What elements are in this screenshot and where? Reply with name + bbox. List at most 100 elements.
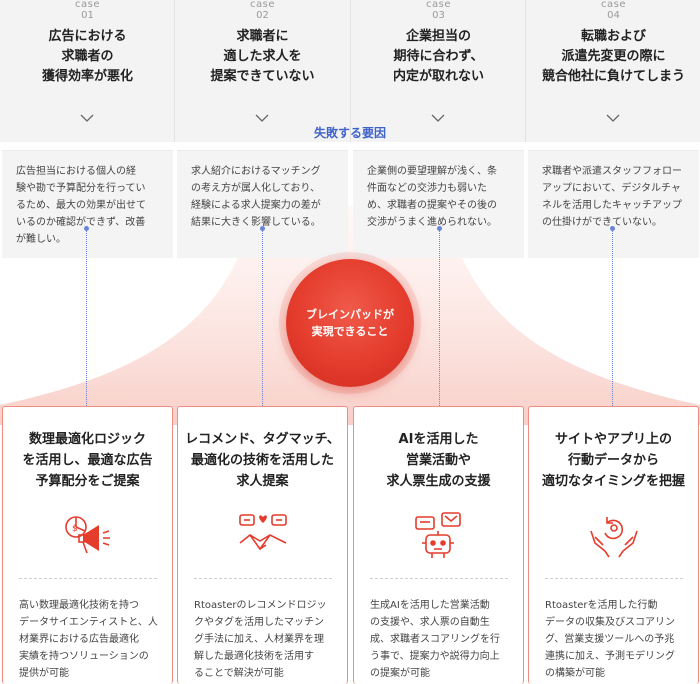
- case-title: 企業担当の期待に合わず、内定が取れない: [351, 27, 526, 87]
- cause-text-line: 企業側の要望理解が浅く、条: [367, 166, 497, 177]
- connector-line: [612, 231, 613, 410]
- chevron-down-icon: [606, 110, 620, 124]
- cause-box: 求職者や派遣スタッフフォローアップにおいて、デジタルチャネルを活用したキャッチア…: [528, 150, 699, 258]
- solution-desc-line: 実績を持つソリューションの: [19, 651, 149, 662]
- chevron-down-icon: [431, 110, 445, 124]
- solution-divider: [19, 578, 157, 579]
- solution-desc-line: 解した最適化技術を活用す: [194, 651, 314, 662]
- ai-robot-icon: [412, 511, 466, 561]
- cause-text-line: 験や勘で予算配分を行ってい: [16, 183, 146, 194]
- solution-divider: [194, 578, 332, 579]
- solution-desc-line: データサイエンティストと、人: [19, 617, 158, 628]
- case-title-line: 転職および: [580, 29, 646, 44]
- solution-title-line: 行動データから: [567, 453, 659, 468]
- solution-title-line: 営業活動や: [405, 453, 471, 468]
- cause-text-line: 結果に大きく影響している。: [191, 217, 321, 228]
- cause-text-line: 件面などの交渉力も弱いた: [367, 183, 487, 194]
- solution-title-line: AIを活用した: [398, 432, 479, 447]
- solution-desc-line: の提案が可能: [370, 668, 430, 679]
- solution-title-line: サイトやアプリ上の: [554, 432, 672, 447]
- solution-desc-line: の構築が可能: [545, 668, 605, 679]
- solution-description: 生成AIを活用した営業活動の支援や、求人票の自動生成、求職者スコアリングを行う事…: [370, 597, 515, 682]
- case-title-line: 期待に合わず、: [393, 49, 484, 64]
- case-title-line: 派遣先変更の際に: [561, 49, 666, 64]
- case-label: case: [75, 0, 100, 10]
- case-number: 04: [607, 10, 620, 21]
- connector-dot: [610, 226, 615, 231]
- handshake-chat-icon: [236, 511, 290, 561]
- cause-text-line: 求職者や派遣スタッフフォロー: [542, 166, 682, 177]
- case-title: 転職および派遣先変更の際に競合他社に負けてしまう: [526, 27, 700, 87]
- case-title: 広告における求職者の獲得効率が悪化: [0, 27, 175, 87]
- solution-title-line: 適切なタイミングを把握: [541, 474, 685, 489]
- solution-desc-line: クやタグを活用したマッチン: [194, 617, 324, 628]
- solution-card: AIを活用した営業活動や求人票生成の支援 生成AIを活用した営業活動の支援や、求…: [353, 406, 524, 684]
- solution-title-line: 最適化の技術を活用した: [190, 453, 334, 468]
- case-title-line: 企業担当の: [405, 29, 471, 44]
- center-circle: ブレインパッドが 実現できること: [286, 259, 414, 387]
- case-title: 求職者に適した求人を提案できていない: [175, 27, 350, 87]
- solution-title-line: 求人票生成の支援: [386, 474, 491, 489]
- column-divider: [174, 0, 175, 142]
- column-divider: [525, 0, 526, 142]
- solution-desc-line: Rtoasterを活用した行動: [545, 600, 658, 611]
- column-divider: [350, 0, 351, 142]
- case-number: 01: [81, 10, 94, 21]
- solution-title-line: 求人提案: [236, 474, 289, 489]
- cause-text-line: の考え方が属人化しており、: [191, 183, 320, 194]
- cause-text-line: アップにおいて、デジタルチャ: [542, 183, 681, 194]
- connector-dot: [84, 226, 89, 231]
- solution-divider: [370, 578, 508, 579]
- case-label: case: [601, 0, 626, 10]
- hands-cycle-icon: [587, 511, 641, 561]
- case-label: case: [250, 0, 275, 10]
- solution-card: レコメンド、タグマッチ、最適化の技術を活用した求人提案 Rtoasterのレコメ…: [177, 406, 348, 684]
- solution-desc-line: の支援や、求人票の自動生: [370, 617, 490, 628]
- cause-text-line: の仕掛けができていない。: [542, 217, 662, 228]
- cause-text-line: るため、最大の効果が出せて: [16, 200, 146, 211]
- solution-desc-line: 高い数理最適化技術を持つ: [19, 600, 139, 611]
- cause-box: 広告担当における個人の経験や勘で予算配分を行っているため、最大の効果が出せている…: [2, 150, 173, 258]
- svg-text:$: $: [72, 524, 78, 534]
- solution-title: サイトやアプリ上の行動データから適切なタイミングを把握: [529, 429, 698, 492]
- connector-line: [439, 231, 440, 410]
- solution-desc-line: データの収集及びスコアリン: [545, 617, 675, 628]
- cause-text-line: 求人紹介におけるマッチング: [191, 166, 321, 177]
- solution-description: Rtoasterのレコメンドロジックやタグを活用したマッチング手法に加え、人材業…: [194, 597, 339, 682]
- case-number: 03: [432, 10, 445, 21]
- solution-divider: [545, 578, 683, 579]
- case-title-line: 適した求人を: [223, 49, 302, 64]
- solution-desc-line: 成、求職者スコアリングを行: [370, 634, 500, 645]
- solution-desc-line: 材業界における広告最適化: [19, 634, 139, 645]
- solution-card: サイトやアプリ上の行動データから適切なタイミングを把握 Rtoasterを活用し…: [528, 406, 699, 684]
- solution-title-line: を活用し、最適な広告: [22, 453, 153, 468]
- solution-desc-line: う事で、提案力や説得力向上: [370, 651, 500, 662]
- solution-title: 数理最適化ロジックを活用し、最適な広告予算配分をご提案: [3, 429, 172, 492]
- case-label: case: [426, 0, 451, 10]
- cause-text-line: 交渉がうまく進められない。: [367, 217, 497, 228]
- solution-desc-line: 提供が可能: [19, 668, 69, 679]
- solution-title: AIを活用した営業活動や求人票生成の支援: [354, 429, 523, 492]
- case-title-line: 競合他社に負けてしまう: [541, 69, 685, 84]
- solution-desc-line: 生成AIを活用した営業活動: [370, 600, 490, 611]
- case-title-line: 求職者の: [61, 49, 114, 64]
- solution-title-line: 予算配分をご提案: [35, 474, 140, 489]
- solution-desc-line: Rtoasterのレコメンドロジッ: [194, 600, 327, 611]
- solution-description: 高い数理最適化技術を持つデータサイエンティストと、人材業界における広告最適化実績…: [19, 597, 164, 682]
- solution-title-line: 数理最適化ロジック: [28, 432, 146, 447]
- solution-card: 数理最適化ロジックを活用し、最適な広告予算配分をご提案 $ 高い数理最適化技術を…: [2, 406, 173, 684]
- solution-desc-line: グ、営業支援ツールへの予兆: [545, 634, 675, 645]
- cause-text-line: め、求職者の提案やその後の: [367, 200, 497, 211]
- cause-text-line: 広告担当における個人の経: [16, 166, 136, 177]
- chevron-down-icon: [80, 110, 94, 124]
- center-line-2: 実現できること: [311, 325, 389, 338]
- case-number: 02: [256, 10, 269, 21]
- cause-box: 企業側の要望理解が浅く、条件面などの交渉力も弱いため、求職者の提案やその後の交渉…: [353, 150, 524, 258]
- case-title-line: 広告における: [48, 29, 127, 44]
- center-line-1: ブレインパッドが: [306, 308, 394, 321]
- connector-dot: [260, 226, 265, 231]
